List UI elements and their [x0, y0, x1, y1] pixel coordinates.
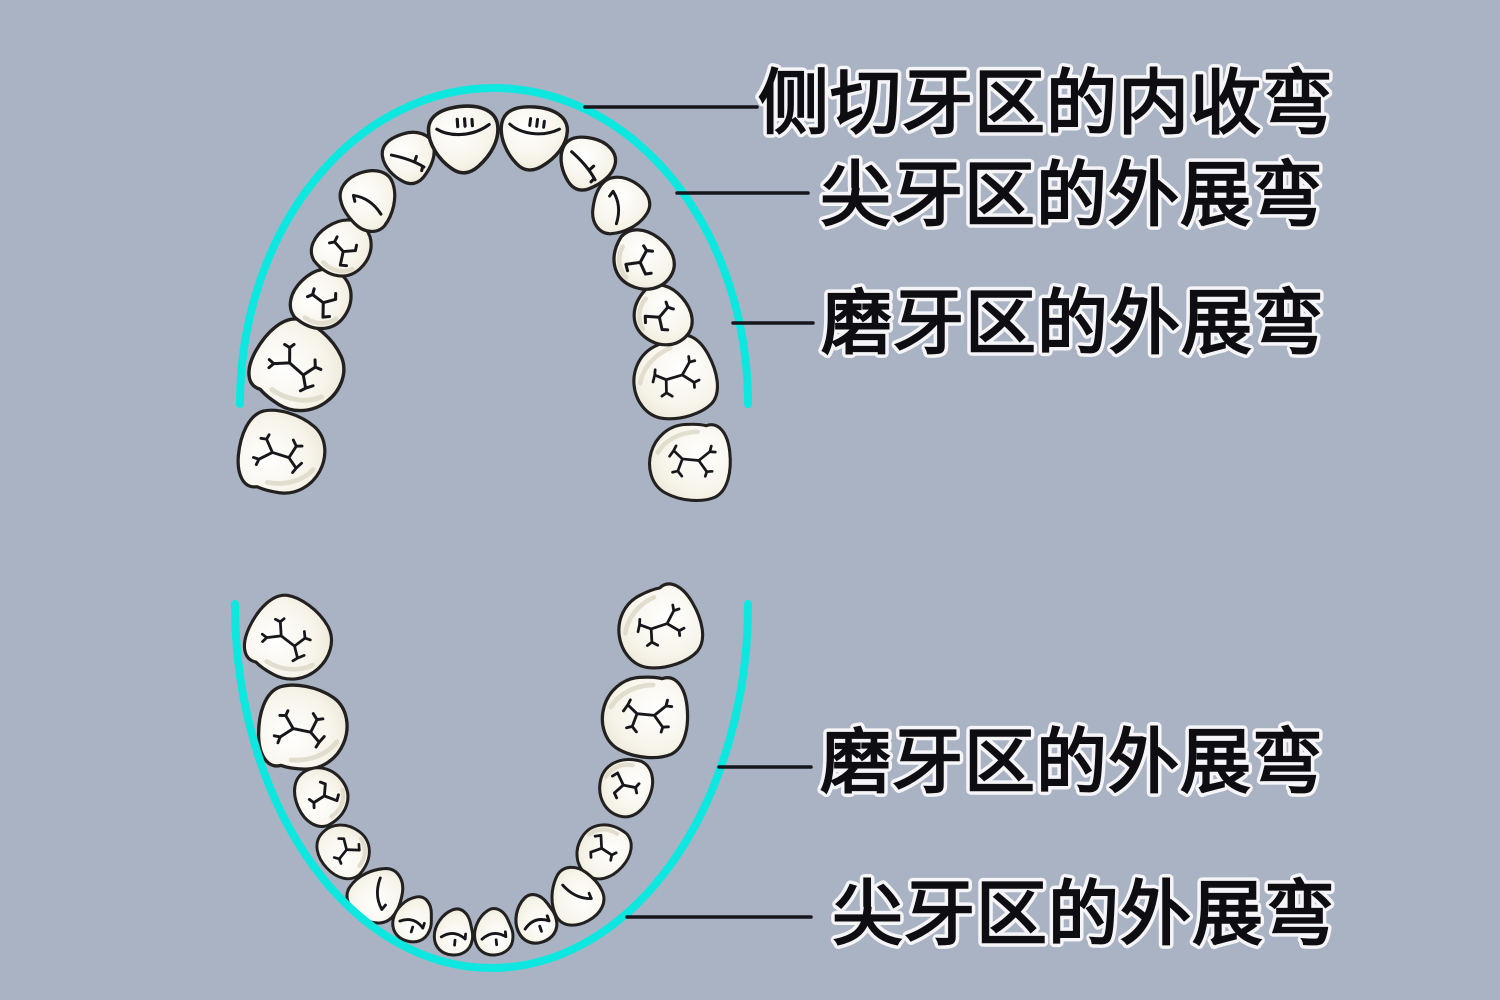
label-lower-molar-outset-bend: 磨牙区的外展弯 — [820, 724, 1324, 803]
tooth-lower-left-first-molar — [257, 684, 348, 771]
lower-archwire-arc — [231, 600, 752, 972]
upper-archwire-arc — [236, 84, 752, 408]
leader-lines — [583, 105, 815, 919]
labels: 侧切牙区的内收弯 尖牙区的外展弯 磨牙区的外展弯 磨牙区的外展弯 尖牙区的外展弯 — [755, 61, 1339, 958]
label-upper-molar-outset-bend: 磨牙区的外展弯 — [821, 285, 1325, 364]
label-lower-canine-outset-bend: 尖牙区的外展弯 — [832, 876, 1336, 955]
label-upper-canine-outset-bend: 尖牙区的外展弯 — [820, 157, 1324, 236]
label-upper-lateral-incisor-inset-bend: 侧切牙区的内收弯 — [758, 65, 1334, 144]
